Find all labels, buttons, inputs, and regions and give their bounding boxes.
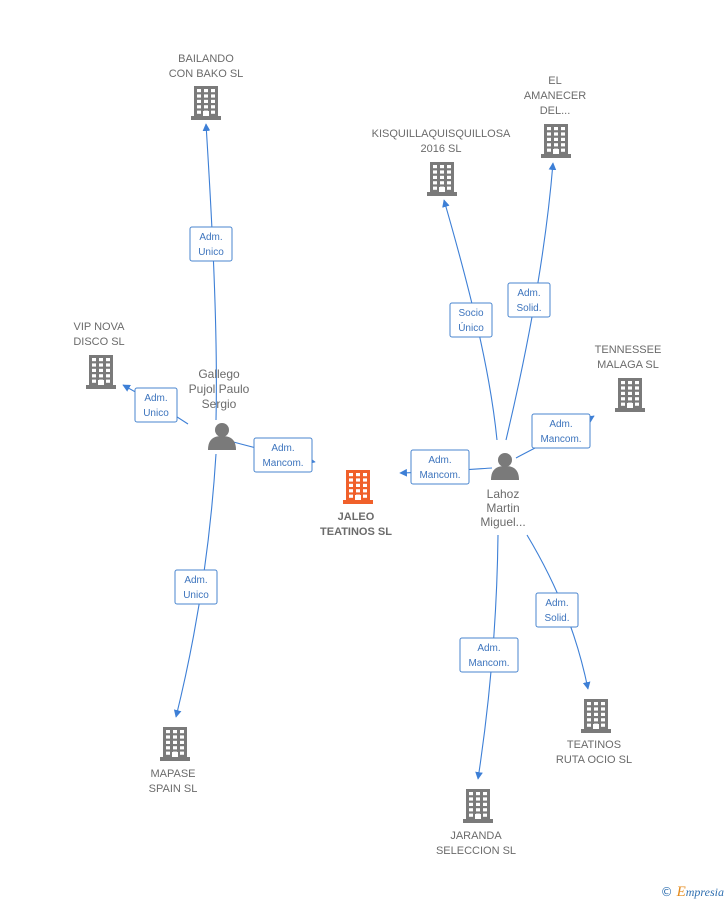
person-lahoz-name-line: Lahoz <box>487 487 520 501</box>
company-amanecer-name: EL AMANECER DEL... <box>524 75 586 117</box>
edge-label-box <box>459 637 519 673</box>
company-bailando-name: BAILANDO CON BAKO SL <box>169 53 244 80</box>
company-teatinos-name-line: TEATINOS <box>567 739 621 751</box>
person-lahoz-name-line: Martin <box>486 501 519 515</box>
edge-label-text: Adm.Solid. <box>516 288 541 314</box>
company-kisquilla-name-line: KISQUILLAQUISQUILLOSA <box>372 128 511 140</box>
company-teatinos-name-line: RUTA OCIO SL <box>556 754 632 766</box>
focus-company-name-line: JALEO <box>338 511 375 523</box>
edge-label-box <box>189 226 233 262</box>
company-amanecer-name-line: EL <box>548 75 561 87</box>
company-jaranda-icon[interactable] <box>463 789 493 823</box>
e-focus-gallego-label[interactable]: Adm.Mancom. <box>253 437 313 473</box>
e-bailando-line <box>202 123 217 421</box>
edge-label-box <box>531 413 591 449</box>
edge-label-text: Adm.Solid. <box>544 598 569 624</box>
company-bailando-name-line: CON BAKO SL <box>169 68 244 80</box>
company-amanecer-name-line: DEL... <box>540 105 571 117</box>
e-vipnova-label[interactable]: Adm.Unico <box>134 387 178 423</box>
edge-label-text: Adm.Mancom. <box>540 419 581 445</box>
edge-label-text: Adm.Mancom. <box>262 443 303 469</box>
person-gallego-icon[interactable] <box>208 423 236 450</box>
company-tennessee-name-line: TENNESSEE <box>595 344 662 356</box>
company-tennessee-name: TENNESSEE MALAGA SL <box>595 344 662 371</box>
company-mapase-name-line: SPAIN SL <box>149 783 198 795</box>
company-kisquilla-icon[interactable] <box>427 162 457 196</box>
e-amanecer-label[interactable]: Adm.Solid. <box>507 282 551 318</box>
edge-label-text: Adm.Unico <box>143 393 169 419</box>
company-vipnova-name-line: DISCO SL <box>73 336 124 348</box>
company-bailando-icon[interactable] <box>191 86 221 120</box>
company-mapase-name-line: MAPASE <box>150 768 195 780</box>
edge-label-box <box>134 387 178 423</box>
focus-company-name: JALEO TEATINOS SL <box>320 511 392 538</box>
company-kisquilla-name: KISQUILLAQUISQUILLOSA 2016 SL <box>372 128 511 155</box>
edge-label-box <box>507 282 551 318</box>
company-bailando-name-line: BAILANDO <box>178 53 234 65</box>
company-mapase-name: MAPASE SPAIN SL <box>149 768 198 795</box>
edge-label-text: Adm.Unico <box>198 232 224 258</box>
company-tennessee-name-line: MALAGA SL <box>597 359 659 371</box>
person-lahoz-icon[interactable] <box>491 453 519 480</box>
focus-company-icon[interactable] <box>343 470 373 504</box>
edge-label-text: Adm.Mancom. <box>419 455 460 481</box>
company-teatinos-icon[interactable] <box>581 699 611 733</box>
brand-logo-letter: E <box>676 884 686 900</box>
e-teatinos-label[interactable]: Adm.Solid. <box>535 592 579 628</box>
e-tennessee-label[interactable]: Adm.Mancom. <box>531 413 591 449</box>
edge-label-box <box>410 449 470 485</box>
company-jaranda-name-line: SELECCION SL <box>436 845 516 857</box>
company-amanecer-name-line: AMANECER <box>524 90 586 102</box>
empresia-brand[interactable]: ©Empresia <box>661 884 724 901</box>
person-gallego-name-line: Gallego <box>198 367 240 381</box>
company-vipnova-name-line: VIP NOVA <box>74 321 126 333</box>
company-vipnova-icon[interactable] <box>86 355 116 389</box>
company-teatinos-name: TEATINOS RUTA OCIO SL <box>556 739 632 766</box>
copyright-icon: © <box>660 885 673 899</box>
edge-label-box <box>449 302 493 338</box>
person-gallego-name-line: Pujol Paulo <box>189 382 250 396</box>
e-bailando-label[interactable]: Adm.Unico <box>189 226 233 262</box>
e-jaranda-label[interactable]: Adm.Mancom. <box>459 637 519 673</box>
company-amanecer-icon[interactable] <box>541 124 571 158</box>
company-jaranda-name-line: JARANDA <box>450 830 502 842</box>
edge-label-box <box>174 569 218 605</box>
edge-label-box <box>535 592 579 628</box>
company-mapase-icon[interactable] <box>160 727 190 761</box>
e-mapase-label[interactable]: Adm.Unico <box>174 569 218 605</box>
brand-name: mpresia <box>685 885 724 899</box>
company-jaranda-name: JARANDA SELECCION SL <box>436 830 516 857</box>
company-tennessee-icon[interactable] <box>615 378 645 412</box>
edge-label-text: Adm.Unico <box>183 575 209 601</box>
edge-label-box <box>253 437 313 473</box>
company-vipnova-name: VIP NOVA DISCO SL <box>73 321 125 348</box>
person-gallego-name-line: Sergio <box>202 397 237 411</box>
company-kisquilla-name-line: 2016 SL <box>421 143 462 155</box>
e-focus-lahoz-label[interactable]: Adm.Mancom. <box>410 449 470 485</box>
focus-company-name-line: TEATINOS SL <box>320 526 392 538</box>
edge-label-text: Adm.Mancom. <box>468 643 509 669</box>
person-lahoz-name-line: Miguel... <box>480 515 525 529</box>
